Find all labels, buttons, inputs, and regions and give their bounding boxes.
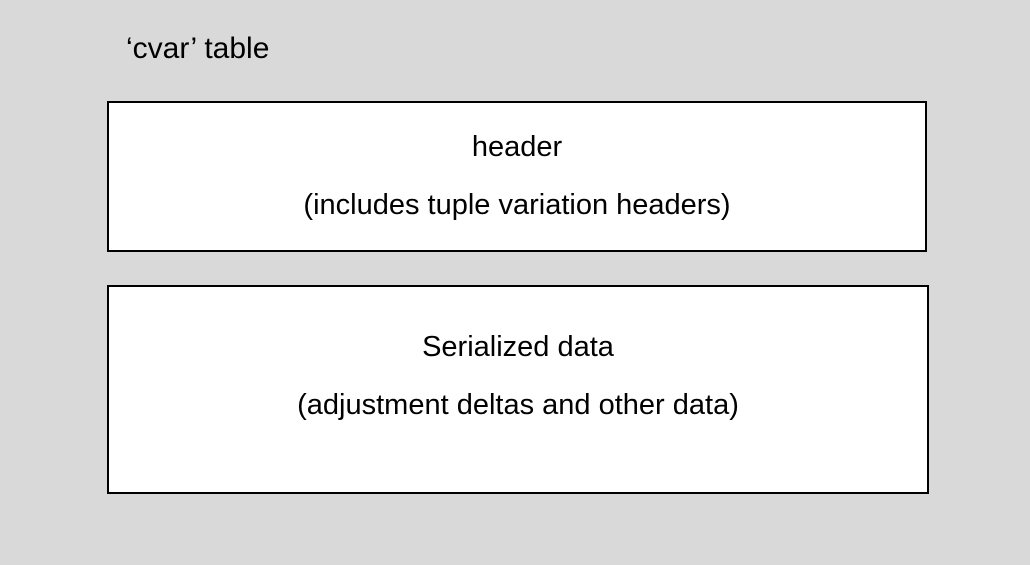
serialized-data-box-title: Serialized data xyxy=(422,331,614,363)
header-box-subtitle: (includes tuple variation headers) xyxy=(303,189,731,221)
header-box: header (includes tuple variation headers… xyxy=(107,101,927,252)
serialized-data-box-subtitle: (adjustment deltas and other data) xyxy=(297,389,739,421)
header-box-title: header xyxy=(471,131,563,163)
diagram-title: ‘cvar’ table xyxy=(126,32,270,65)
serialized-data-box: Serialized data (adjustment deltas and o… xyxy=(107,285,929,494)
